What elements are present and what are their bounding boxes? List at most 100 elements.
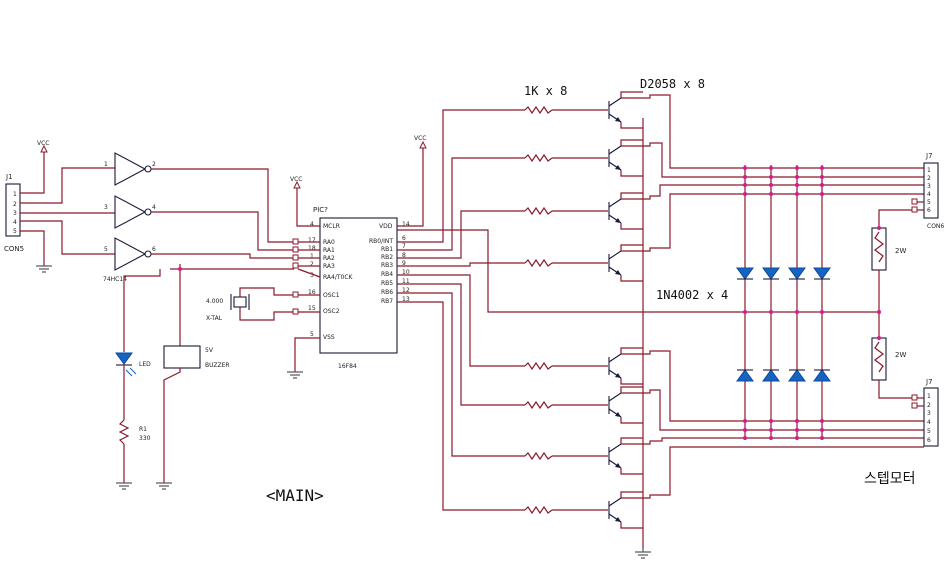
svg-text:6: 6 [927, 207, 931, 214]
svg-text:RB0/INT: RB0/INT [369, 238, 393, 245]
svg-text:4: 4 [927, 191, 931, 198]
svg-text:5: 5 [927, 428, 931, 435]
npn-transistor [608, 250, 622, 276]
mcu-ref: PIC? [313, 206, 328, 214]
svg-text:2: 2 [13, 201, 17, 208]
svg-text:6: 6 [927, 437, 931, 444]
mcu-pin-markers [292, 238, 321, 315]
svg-text:5: 5 [927, 199, 931, 206]
resistor-value: 330 [139, 435, 151, 442]
npn-transistor [608, 97, 622, 123]
driver-channel [397, 139, 924, 251]
resistor-array-label: 1K x 8 [524, 84, 567, 98]
power-resistor-wiring [877, 209, 917, 399]
flyback-diode [762, 267, 780, 280]
led-label: LED [139, 361, 151, 368]
svg-text:3: 3 [104, 204, 108, 211]
buzzer-label: BUZZER [205, 362, 230, 369]
svg-text:11: 11 [402, 278, 410, 285]
driver-channels [397, 91, 924, 529]
svg-text:18: 18 [308, 245, 316, 252]
j7-bottom-ref: J7 [925, 378, 933, 386]
power-resistor-top: 2W [871, 227, 906, 271]
j1-type: CON5 [4, 245, 24, 253]
vcc-symbol-vdd: VCC [397, 135, 427, 227]
crystal-freq: 4.000 [206, 298, 223, 305]
flyback-diode [736, 369, 754, 382]
connector-j7-top: J7 1 2 3 4 5 6 CON6 [911, 152, 944, 230]
inverter-gate-2: 3 4 [104, 195, 156, 229]
j7-top-ref: J7 [925, 152, 933, 160]
flyback-diode [736, 267, 754, 280]
base-resistor [524, 361, 553, 371]
driver-channel [397, 301, 924, 529]
main-caption: <MAIN> [266, 486, 324, 505]
svg-text:1: 1 [927, 167, 931, 174]
svg-text:RB6: RB6 [381, 289, 393, 296]
svg-text:4: 4 [310, 221, 314, 228]
flyback-diode [813, 369, 831, 382]
j1-ref: J1 [5, 173, 13, 181]
base-resistor [524, 451, 553, 461]
svg-text:RA2: RA2 [323, 255, 335, 262]
ground-symbol-j1 [36, 265, 52, 273]
resistor-ref: R1 [139, 426, 147, 433]
svg-text:7: 7 [402, 243, 406, 250]
npn-transistor [608, 353, 622, 379]
crystal-label: X-TAL [206, 315, 223, 322]
led-indicator: LED [115, 352, 151, 420]
mcu-pic16f84: PIC? 16F84 MCLR 4 RA0 17 RA1 18 RA2 1 RA… [308, 206, 410, 370]
svg-text:9: 9 [402, 260, 406, 267]
flyback-diode [788, 267, 806, 280]
driver-channel [397, 283, 924, 431]
npn-transistor [608, 392, 622, 418]
driver-channel [397, 274, 924, 422]
inverter-to-mcu-wiring [123, 168, 294, 360]
resistor-r1: R1 330 [116, 419, 151, 490]
svg-text:MCLR: MCLR [323, 223, 340, 230]
svg-text:6: 6 [402, 235, 406, 242]
svg-text:2: 2 [310, 261, 314, 268]
base-resistor [524, 206, 553, 216]
svg-text:16: 16 [308, 289, 316, 296]
power-resistor-bottom-label: 2W [895, 351, 906, 359]
vcc-symbol-mclr: VCC [290, 176, 320, 227]
svg-text:15: 15 [308, 305, 316, 312]
svg-text:3: 3 [927, 183, 931, 190]
driver-channel [397, 193, 924, 282]
mcu-vss-ground [287, 337, 320, 379]
npn-transistor [608, 443, 622, 469]
svg-text:2: 2 [927, 175, 931, 182]
svg-text:VCC: VCC [414, 135, 426, 142]
svg-text:4: 4 [152, 204, 156, 211]
svg-text:5: 5 [104, 246, 108, 253]
svg-text:8: 8 [402, 252, 406, 259]
power-resistor-top-label: 2W [895, 247, 906, 255]
svg-text:6: 6 [152, 246, 156, 253]
svg-text:1: 1 [310, 253, 314, 260]
svg-text:5: 5 [310, 331, 314, 338]
inverter-part: 74HC14 [103, 276, 127, 283]
svg-text:13: 13 [402, 296, 410, 303]
svg-text:2: 2 [927, 402, 931, 409]
buzzer-voltage: 5V [205, 347, 214, 354]
svg-text:4: 4 [927, 419, 931, 426]
svg-text:3: 3 [927, 410, 931, 417]
svg-text:VSS: VSS [323, 334, 335, 341]
npn-transistor [608, 145, 622, 171]
connector-j7-bottom: J7 1 2 3 4 5 6 [911, 378, 939, 447]
svg-text:RA1: RA1 [323, 247, 335, 254]
flyback-diode [788, 369, 806, 382]
svg-text:VCC: VCC [37, 140, 49, 147]
svg-text:RA0: RA0 [323, 239, 335, 246]
diode-array [736, 165, 831, 440]
flyback-diode [813, 267, 831, 280]
svg-text:14: 14 [402, 221, 410, 228]
npn-transistor [608, 497, 622, 523]
base-resistor [524, 400, 553, 410]
svg-text:1: 1 [927, 393, 931, 400]
svg-text:RB2: RB2 [381, 254, 393, 261]
svg-text:RB1: RB1 [381, 246, 393, 253]
svg-text:1: 1 [13, 191, 17, 198]
